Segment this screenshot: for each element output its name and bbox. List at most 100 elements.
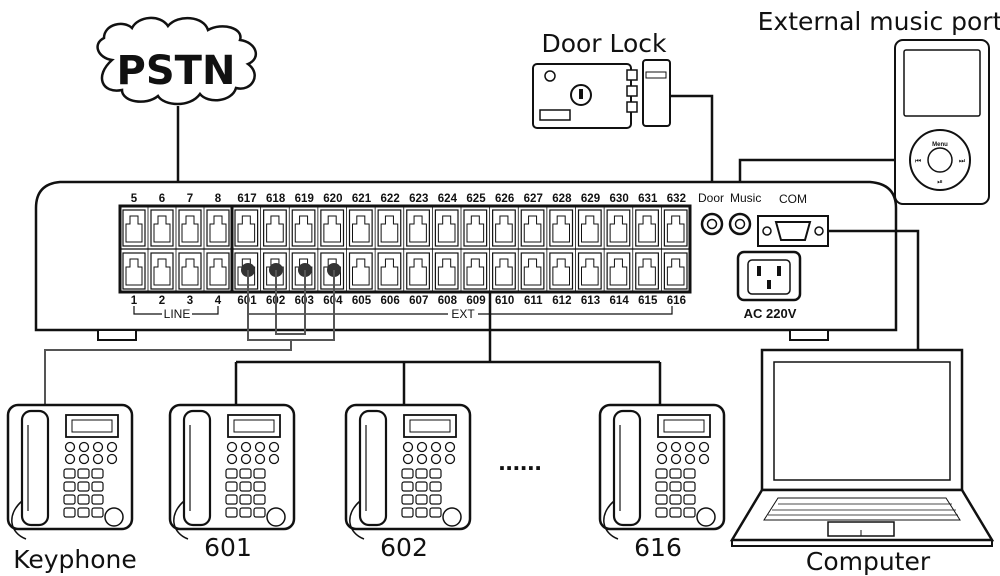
rj11-jack (377, 209, 402, 247)
menu-label: Menu (932, 142, 948, 148)
door-lock: Door Lock (532, 29, 671, 129)
line-port-number: 3 (187, 295, 193, 307)
music-player: External music port Menu ⏮ ⏭ ⏯ (758, 7, 1000, 205)
line-bottom-numbers: 1 2 3 4 (131, 295, 222, 307)
laptop (729, 348, 995, 547)
phone-602-label: 602 (380, 533, 428, 562)
rj11-jack (663, 252, 688, 290)
ext-port-number: 629 (581, 193, 600, 205)
previous-icon: ⏮ (915, 157, 921, 165)
ext-port-number: 615 (638, 295, 658, 307)
ext-top-numbers: 617 618 619 620 621 622 623 624 625 626 627 628 629 6… (237, 193, 686, 205)
rj11-jack (463, 252, 488, 290)
line-port-number: 7 (187, 193, 193, 205)
rj11-jack (549, 209, 574, 247)
rj11-jack (492, 252, 516, 290)
play-pause-icon: ⏯ (937, 178, 943, 186)
rj11-jack (520, 209, 545, 247)
line-port-number: 4 (215, 295, 222, 307)
telephone (598, 403, 726, 540)
rj11-jack (635, 209, 659, 247)
phone-601-label: 601 (204, 533, 252, 562)
music-port-label: Music (730, 191, 761, 205)
rj11-jack (206, 209, 230, 247)
door-port-label: Door (698, 191, 724, 205)
music-player-label: External music port (758, 7, 1000, 36)
ext-port-number: 610 (495, 295, 514, 307)
ext-port-number: 630 (610, 193, 629, 205)
ext-port-number: 620 (323, 193, 342, 205)
rj11-jack (406, 209, 430, 247)
ext-port-number: 621 (352, 193, 372, 205)
ext-port-number: 619 (295, 193, 314, 205)
pstn-label: PSTN (117, 48, 236, 94)
line-port-number: 8 (215, 193, 222, 205)
rj11-jack (206, 252, 230, 290)
ext-port-number: 627 (524, 193, 543, 205)
power-label: AC 220V (744, 306, 797, 321)
ext-port-number: 622 (381, 193, 400, 205)
keyphone-wiring (44, 263, 341, 405)
telephone (344, 403, 472, 540)
rj11-jack (263, 209, 287, 247)
rj11-jack (150, 252, 174, 290)
rj11-jack (348, 252, 373, 290)
ellipsis: ...... (498, 446, 541, 476)
ext-port-number: 605 (352, 295, 372, 307)
rj11-jack (178, 209, 202, 247)
ext-port-number: 606 (381, 295, 400, 307)
telephones (6, 403, 726, 540)
ext-port-number: 608 (438, 295, 458, 307)
rj11-jack (234, 209, 259, 247)
rj11-jack (291, 209, 316, 247)
rj11-jack (434, 252, 459, 290)
keyphone-label: Keyphone (13, 545, 137, 574)
rj11-jack (492, 209, 516, 247)
ext-port-number: 609 (466, 295, 485, 307)
telephone (6, 403, 134, 540)
ext-port-number: 623 (409, 193, 428, 205)
rj11-jack (549, 252, 574, 290)
rj11-jack (434, 209, 459, 247)
rj11-jacks (119, 206, 691, 292)
ext-port-number: 628 (552, 193, 572, 205)
rj11-jack (150, 209, 174, 247)
ext-port-number: 631 (638, 193, 658, 205)
line-port-number: 5 (131, 193, 138, 205)
pstn-cloud: PSTN (96, 16, 258, 106)
rj11-jack (520, 252, 545, 290)
rj11-jack (663, 209, 688, 247)
ext-port-number: 613 (581, 295, 600, 307)
ext-port-number: 625 (466, 193, 486, 205)
line-port-number: 1 (131, 295, 138, 307)
ext-port-number: 624 (438, 193, 458, 205)
next-icon: ⏭ (959, 157, 966, 165)
ext-port-number: 607 (409, 295, 428, 307)
ext-port-number: 614 (610, 295, 630, 307)
phone-616-label: 616 (634, 533, 682, 562)
rj11-jack (577, 209, 602, 247)
line-port-number: 2 (159, 295, 165, 307)
rj-port-block (118, 204, 692, 294)
extension-wiring (234, 292, 662, 405)
telephone (168, 403, 296, 540)
rj11-jack (406, 252, 430, 290)
ext-port-number: 626 (495, 193, 514, 205)
rj11-jack (178, 252, 202, 290)
com-port-label: COM (779, 192, 807, 206)
ext-port-number: 612 (552, 295, 571, 307)
ext-port-number: 618 (266, 193, 286, 205)
rj11-jack (606, 209, 631, 247)
rj11-jack (635, 252, 659, 290)
rj11-jack (320, 209, 345, 247)
rj11-jack (122, 252, 146, 290)
rj11-jack (377, 252, 402, 290)
ext-port-number: 632 (667, 193, 686, 205)
rj11-jack (606, 252, 631, 290)
ext-port-number: 616 (667, 295, 686, 307)
ext-port-number: 617 (237, 193, 256, 205)
